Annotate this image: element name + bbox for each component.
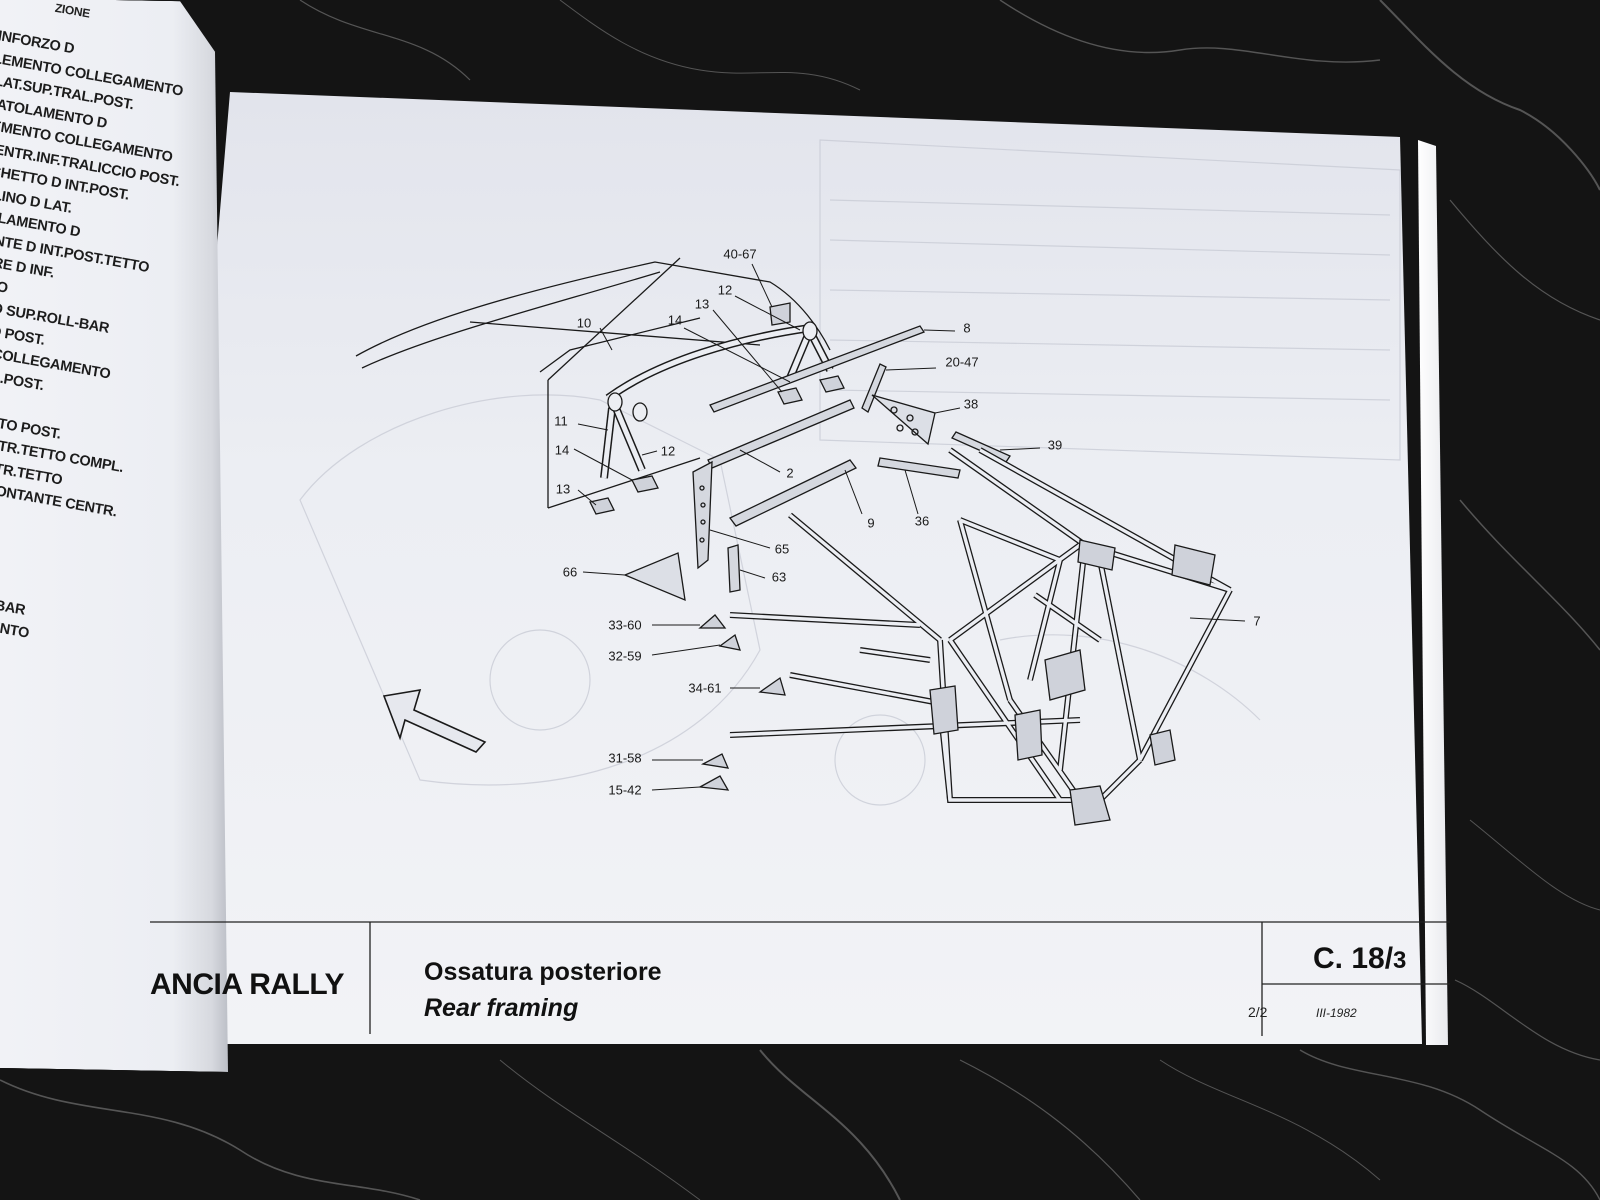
callout-63: 63 [771, 569, 787, 585]
title-english: Rear framing [424, 994, 579, 1022]
callout-39: 39 [1047, 437, 1063, 453]
callout-9: 9 [867, 515, 875, 531]
page-code: C. 18/3 [1313, 942, 1406, 976]
page-of: 2/2 [1248, 1004, 1268, 1020]
callout-20-47: 20-47 [945, 354, 979, 370]
callout-15-42: 15-42 [608, 782, 642, 798]
title-block: ANCIA RALLY Ossatura posteriore Rear fra… [150, 918, 1450, 1044]
callout-65: 65 [774, 541, 790, 557]
callout-12b: 12 [660, 443, 676, 459]
callout-66: 66 [562, 564, 578, 580]
callout-7: 7 [1253, 613, 1261, 629]
page-code-main: C. 18/ [1313, 942, 1394, 975]
callout-14b: 14 [554, 442, 570, 458]
callout-10: 10 [576, 315, 592, 331]
callout-33-60: 33-60 [608, 617, 642, 633]
title-italian: Ossatura posteriore [424, 958, 662, 986]
brand-name: ANCIA RALLY [150, 968, 344, 1001]
callout-32-59: 32-59 [608, 648, 642, 664]
title-block-frame [150, 921, 1450, 1036]
page-code-sub: 3 [1393, 947, 1407, 974]
revision-date: III-1982 [1316, 1006, 1357, 1020]
callout-12: 12 [717, 282, 733, 298]
callout-31-58: 31-58 [608, 750, 642, 766]
callout-36: 36 [914, 513, 930, 529]
callout-38: 38 [963, 396, 979, 412]
callout-34-61: 34-61 [688, 680, 722, 696]
callout-13b: 13 [555, 481, 571, 497]
callout-14: 14 [667, 312, 683, 328]
callout-40-67: 40-67 [723, 246, 757, 262]
callout-2: 2 [786, 465, 794, 481]
direction-arrow-icon [382, 688, 487, 753]
callout-8: 8 [963, 320, 971, 336]
callout-13: 13 [694, 296, 710, 312]
callout-11: 11 [554, 413, 568, 429]
